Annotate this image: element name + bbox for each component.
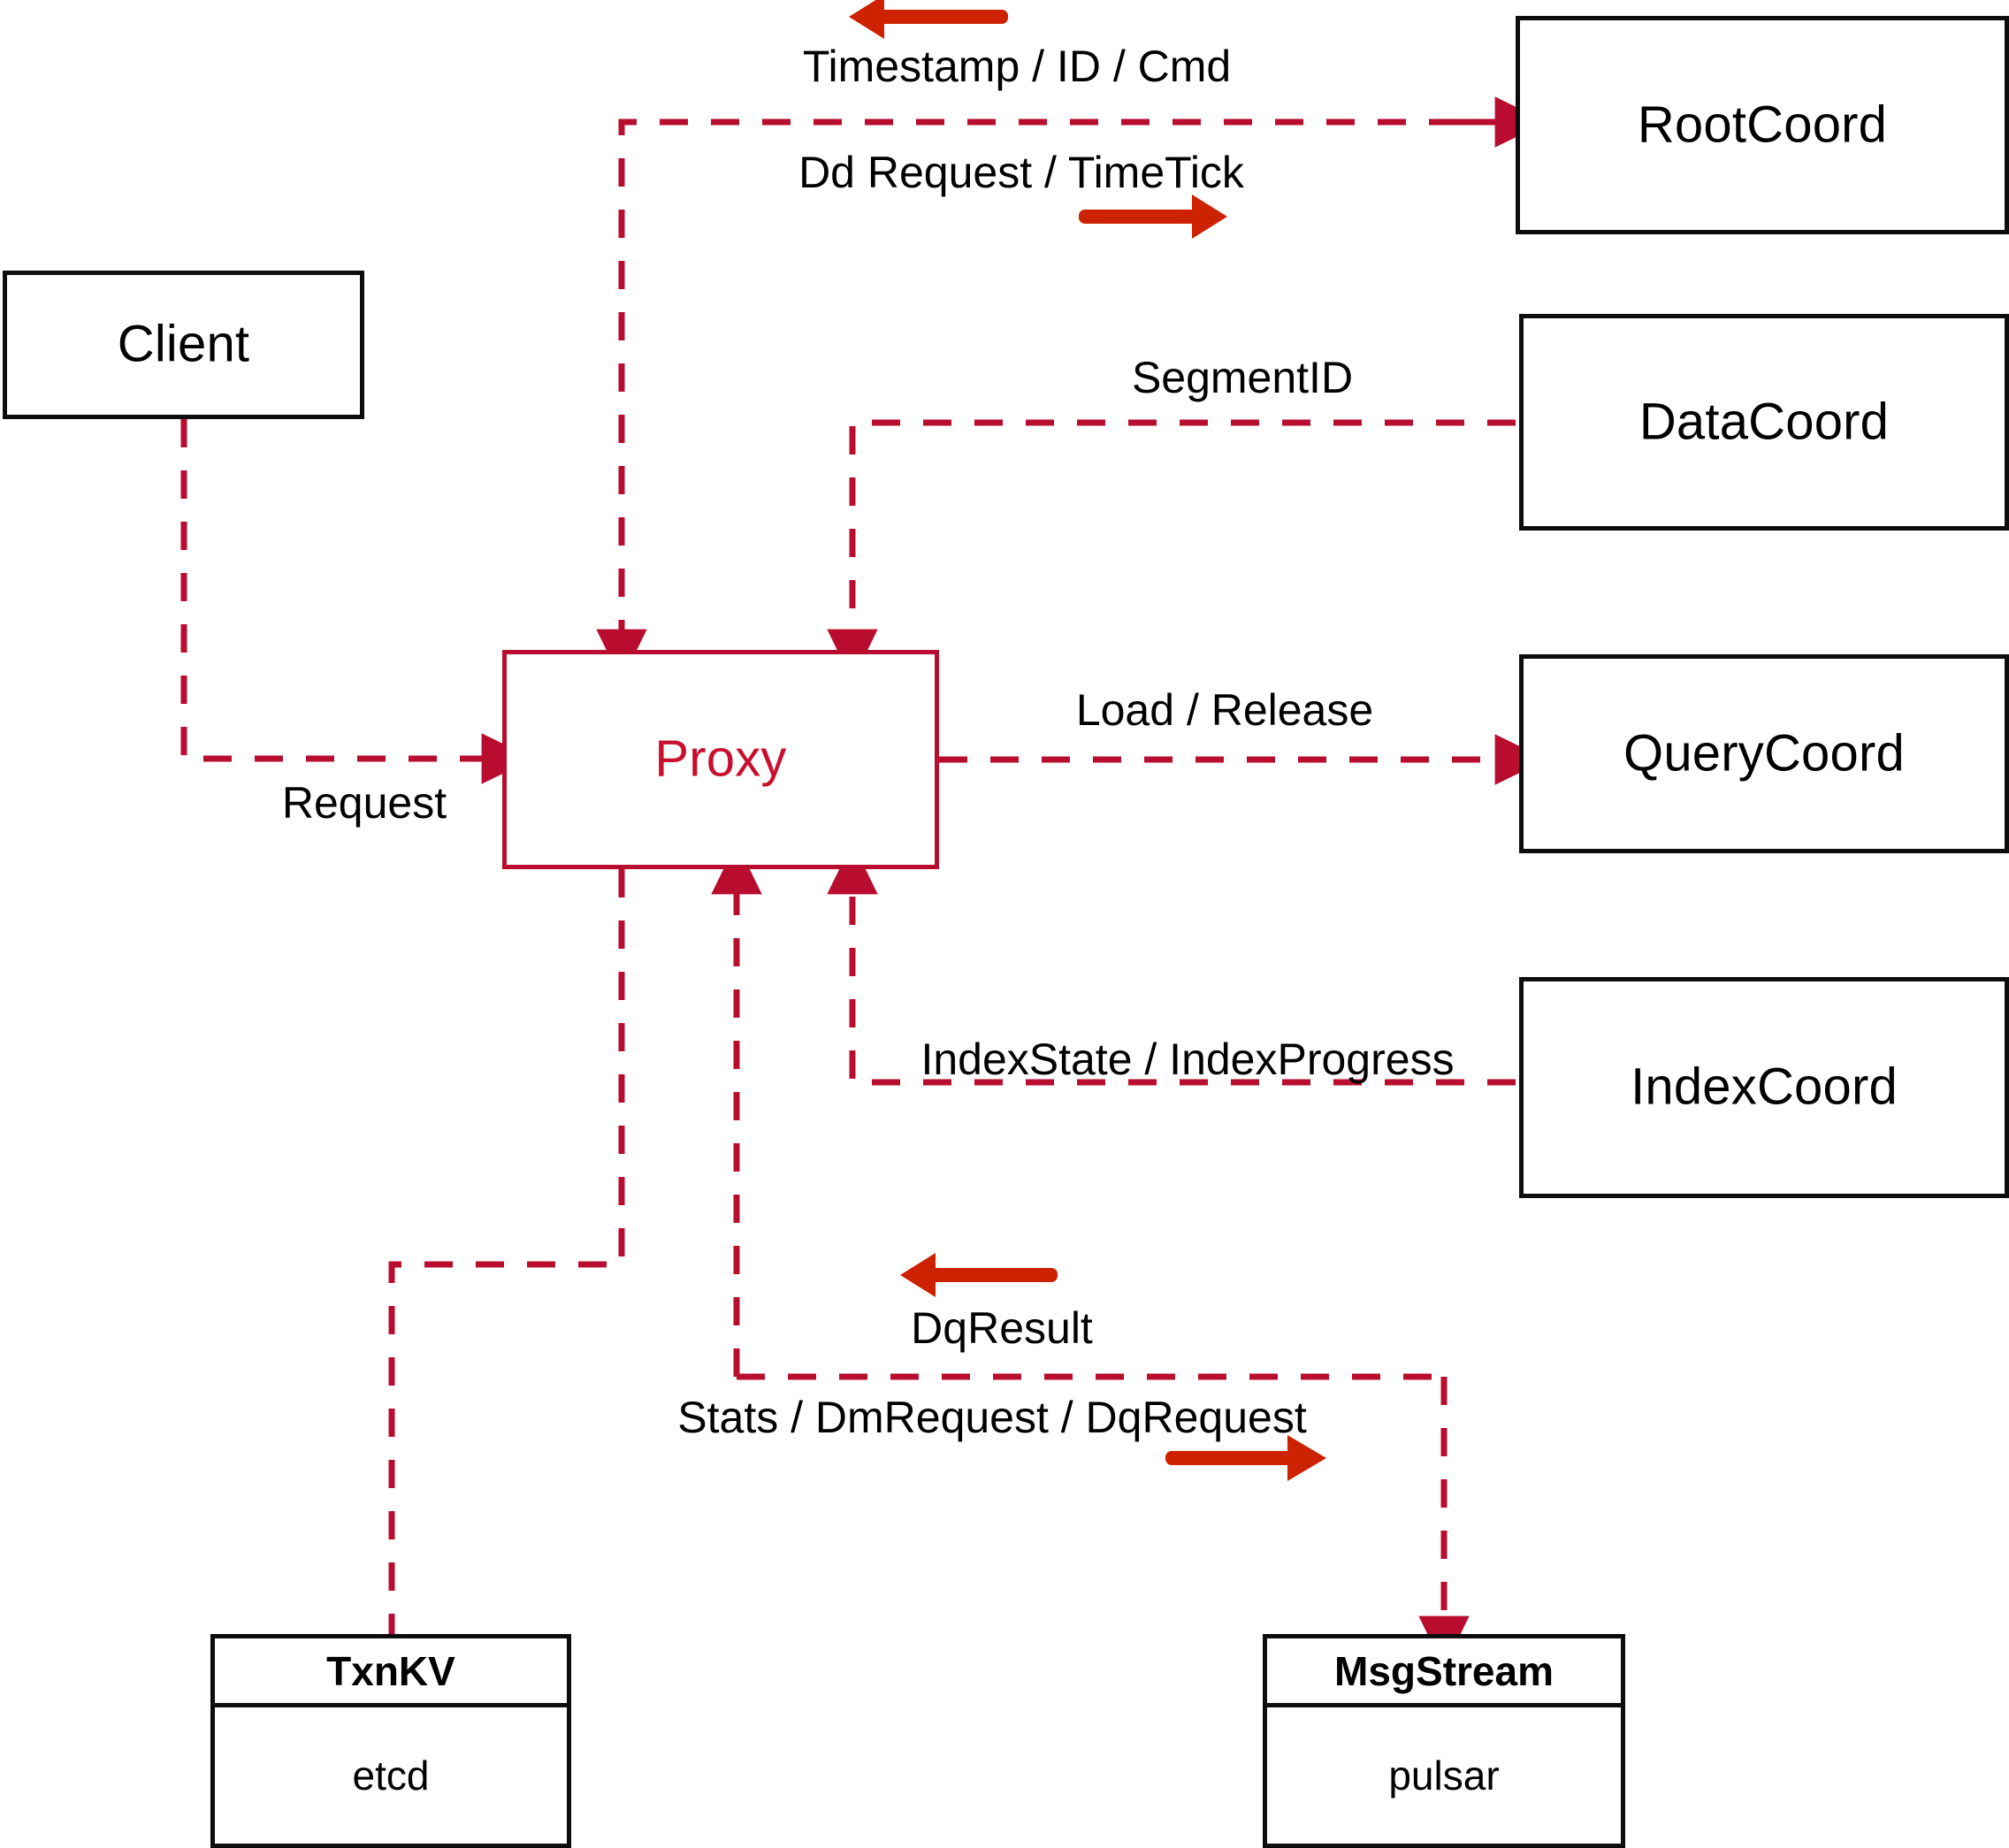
edge-label-dqresult: DqResult (911, 1303, 1093, 1353)
node-querycoord[interactable]: QueryCoord (1519, 654, 2009, 853)
edge-indexcoord-proxy (827, 842, 1516, 1086)
node-msgstream-title: MsgStream (1267, 1638, 1621, 1707)
edge-label-querycoord: Load / Release (1075, 685, 1374, 735)
node-proxy-label: Proxy (654, 729, 787, 788)
node-datacoord-label: DataCoord (1639, 393, 1890, 451)
node-msgstream-impl: pulsar (1388, 1753, 1500, 1798)
edge-label-rootcoord-in: Timestamp / ID / Cmd (802, 42, 1232, 91)
edge-label-datacoord: SegmentID (1131, 353, 1354, 402)
node-querycoord-label: QueryCoord (1623, 724, 1905, 783)
node-client-label: Client (117, 315, 250, 373)
legend-arrow-right-ddrequest (1079, 195, 1227, 239)
node-datacoord[interactable]: DataCoord (1519, 314, 2009, 531)
legend-arrow-right-stats (1165, 1435, 1326, 1481)
edge-client-to-proxy (180, 419, 534, 784)
edge-label-client-request: Request (281, 778, 447, 828)
legend-arrow-left-timestamp (849, 0, 1008, 39)
edge-label-rootcoord-out: Dd Request / TimeTick (798, 148, 1244, 197)
node-proxy[interactable]: Proxy (502, 650, 939, 869)
legend-arrow-left-dqresult (900, 1253, 1058, 1297)
node-txnkv-impl: etcd (352, 1753, 430, 1798)
node-indexcoord[interactable]: IndexCoord (1519, 977, 2009, 1198)
edge-label-stats: Stats / DmRequest / DqRequest (677, 1393, 1307, 1442)
edge-datacoord-proxy (827, 419, 1516, 682)
edge-proxy-rootcoord (596, 118, 1509, 682)
node-txnkv-title: TxnKV (215, 1638, 567, 1707)
edge-label-indexcoord: IndexState / IndexProgress (920, 1035, 1455, 1084)
node-msgstream[interactable]: MsgStream pulsar (1263, 1634, 1625, 1848)
node-indexcoord-label: IndexCoord (1631, 1058, 1898, 1116)
node-client[interactable]: Client (3, 271, 364, 419)
node-txnkv[interactable]: TxnKV etcd (210, 1634, 571, 1848)
node-rootcoord-label: RootCoord (1637, 95, 1888, 154)
node-rootcoord[interactable]: RootCoord (1516, 16, 2009, 234)
